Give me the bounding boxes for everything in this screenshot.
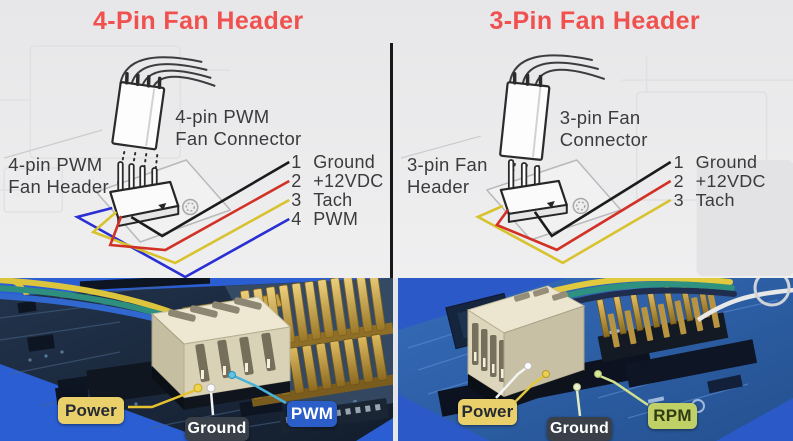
pin-number: 1 bbox=[291, 152, 301, 172]
header-wires-4pin bbox=[73, 160, 290, 278]
connector-label-line2: Fan Connector bbox=[175, 128, 301, 149]
header-label-line1: 4-pin PWM bbox=[8, 154, 102, 175]
label-pwm-4pin: PWM bbox=[287, 401, 337, 427]
watermark-line bbox=[400, 135, 481, 159]
screw-hole-icon bbox=[182, 198, 199, 216]
pin-name: +12VDC bbox=[695, 171, 765, 191]
wire-tach bbox=[474, 198, 671, 265]
diagram-4pin: 4-pin PWM Fan Connector 4-pin PWM Fan He… bbox=[0, 45, 383, 278]
polarity-arrow-icon bbox=[158, 203, 167, 210]
front-slots bbox=[195, 332, 276, 383]
screw-hole-icon bbox=[572, 197, 589, 215]
white-wire bbox=[696, 287, 793, 322]
label-ground-3pin: Ground bbox=[547, 417, 612, 441]
pin-name: Tach bbox=[695, 190, 734, 210]
label-power-4pin: Power bbox=[58, 397, 124, 424]
pin-number: 1 bbox=[673, 152, 683, 172]
wire-12v bbox=[494, 179, 671, 252]
photo-gap bbox=[393, 278, 398, 441]
photo-4pin-art bbox=[0, 278, 393, 441]
pin-name: Tach bbox=[313, 190, 352, 210]
pin-list-3pin: 1 Ground 2 +12VDC 3 Tach bbox=[673, 152, 765, 210]
white-connector-3pin bbox=[466, 285, 586, 410]
wire-12v bbox=[108, 179, 290, 252]
white-connector-4pin bbox=[150, 296, 292, 410]
panel-title-4pin: 4-Pin Fan Header bbox=[92, 7, 304, 35]
diagram-section: 4-Pin Fan Header bbox=[0, 0, 793, 278]
wire-loop-icon bbox=[753, 278, 791, 307]
pin-name: Ground bbox=[695, 152, 757, 172]
pin-number: 3 bbox=[673, 190, 683, 210]
label-rpm-3pin: RPM bbox=[648, 403, 697, 429]
panel-3pin: 3-Pin Fan Header bbox=[397, 0, 793, 278]
pin-number: 2 bbox=[291, 171, 301, 191]
pin-list-4pin: 1 Ground 2 +12VDC 3 Tach 4 PWM bbox=[291, 152, 383, 229]
leader-lines bbox=[495, 362, 649, 417]
power-dot-icon bbox=[193, 383, 203, 393]
ground-dot-icon bbox=[206, 383, 216, 393]
header-body-4pin bbox=[109, 161, 180, 227]
circuit-watermark bbox=[0, 45, 231, 213]
connector-body-3pin bbox=[498, 72, 550, 161]
wire-ground bbox=[130, 160, 290, 238]
white-dot-icon bbox=[524, 362, 532, 370]
header-label-line2: Fan Header bbox=[8, 176, 109, 197]
label-power-3pin: Power bbox=[458, 399, 517, 425]
circuit-watermark bbox=[621, 55, 793, 276]
panel-title-3pin: 3-Pin Fan Header bbox=[489, 7, 701, 35]
header-body-3pin bbox=[499, 159, 568, 223]
connector-body-4pin bbox=[111, 71, 166, 151]
label-ground-4pin: Ground bbox=[185, 417, 249, 441]
pin-name: +12VDC bbox=[313, 171, 383, 191]
connector-label-line1: 3-pin Fan bbox=[559, 107, 640, 128]
front-slots bbox=[472, 323, 506, 382]
pwm-dot-icon bbox=[228, 371, 236, 379]
photo-4pin-board: Power Ground PWM bbox=[0, 278, 393, 441]
header-wires-3pin bbox=[474, 160, 671, 265]
ground-dot-icon bbox=[573, 383, 581, 391]
pin-name: Ground bbox=[313, 152, 375, 172]
fan-wires-curved bbox=[119, 56, 216, 88]
watermark-line bbox=[4, 129, 103, 159]
photo-3pin-board: Power Ground RPM bbox=[398, 278, 793, 441]
pin-number: 2 bbox=[673, 171, 683, 191]
connector-label-line2: Connector bbox=[559, 129, 647, 150]
panel-4pin: 4-Pin Fan Header bbox=[0, 0, 397, 278]
header-label-line1: 3-pin Fan bbox=[406, 154, 487, 175]
photo-section: Power Ground PWM bbox=[0, 278, 793, 441]
pin-number: 3 bbox=[291, 190, 301, 210]
polarity-arrow-icon bbox=[546, 200, 555, 208]
vertical-divider bbox=[390, 43, 393, 278]
power-dot-icon bbox=[542, 370, 550, 378]
fan-wires-curved bbox=[508, 54, 605, 85]
diagram-3pin: 3-pin Fan Connector 3-pin Fan Header 1 G… bbox=[400, 54, 793, 276]
rpm-dot-icon bbox=[594, 370, 602, 378]
connector-label-line1: 4-pin PWM bbox=[175, 106, 269, 127]
pin-number: 4 bbox=[291, 209, 301, 229]
leader-lines bbox=[128, 371, 287, 416]
pin-name: PWM bbox=[313, 209, 358, 229]
wire-ground bbox=[533, 160, 671, 238]
header-label-line2: Header bbox=[406, 176, 468, 197]
